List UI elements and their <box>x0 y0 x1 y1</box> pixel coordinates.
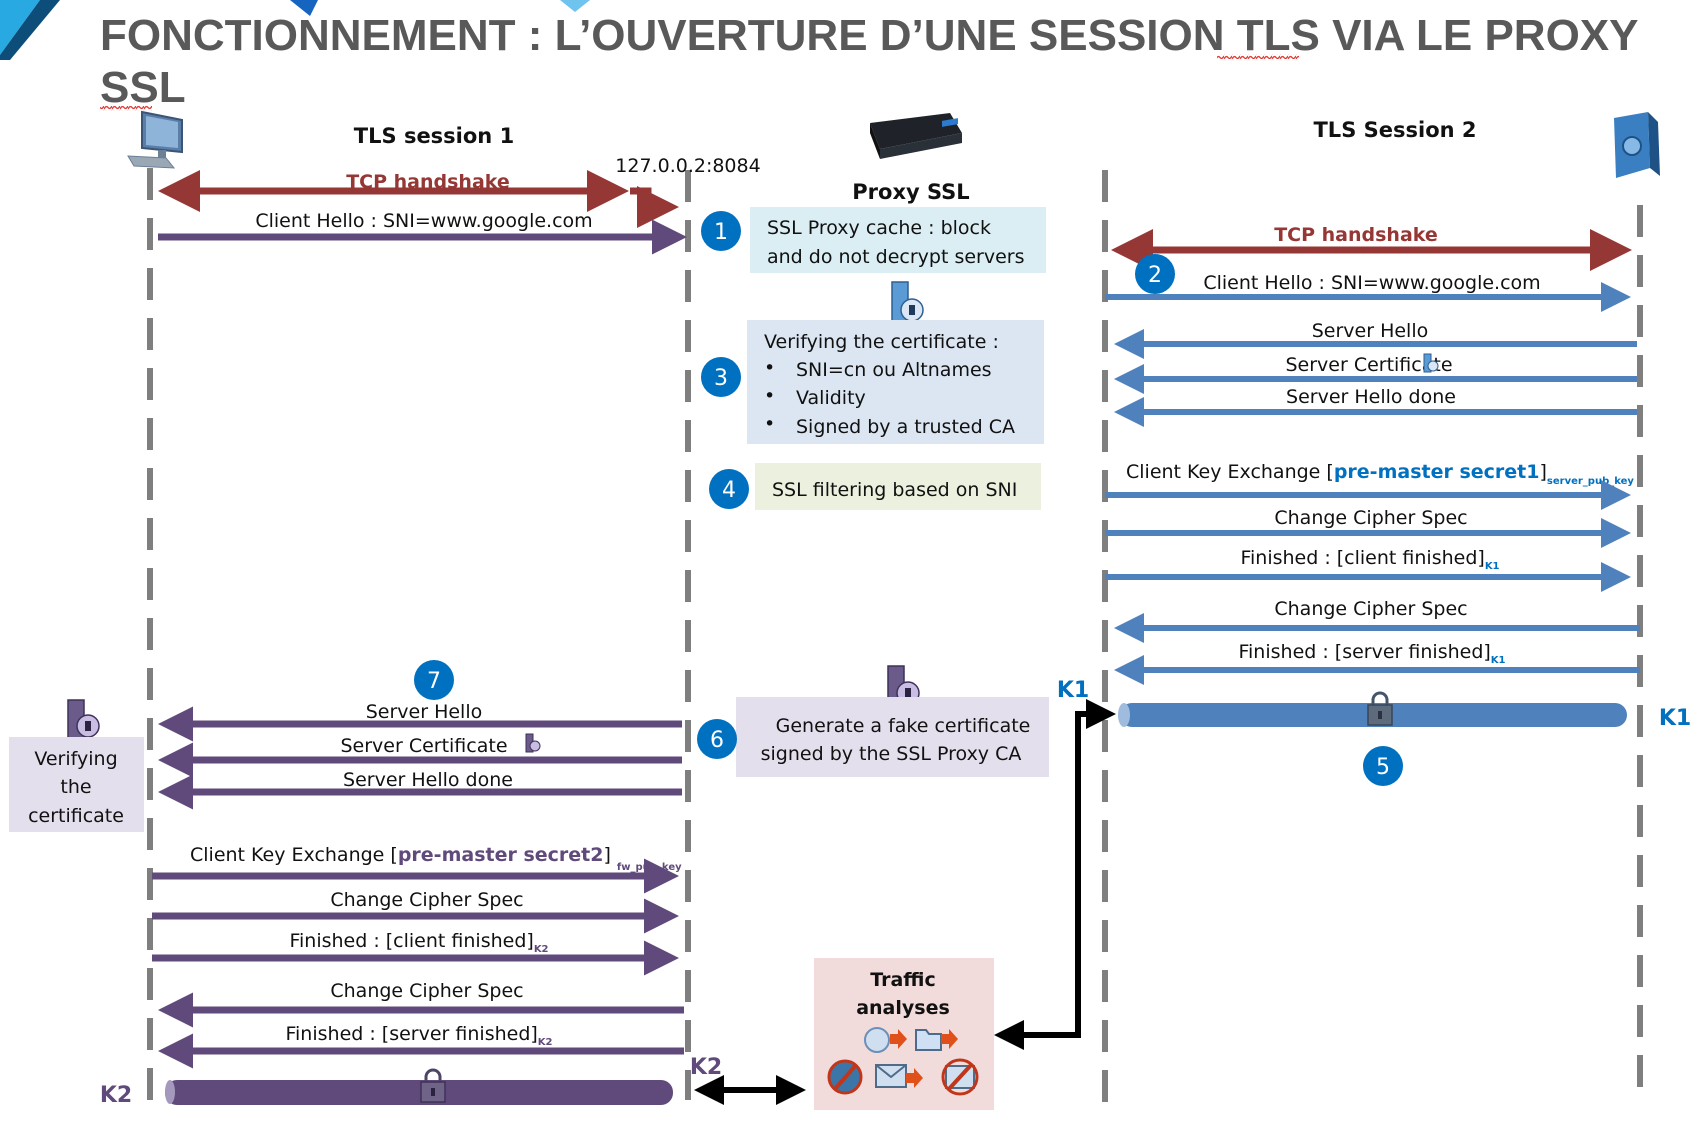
client-verify-line3: certificate <box>28 805 124 827</box>
step3-box <box>747 320 1044 444</box>
proxy-label: Proxy SSL <box>852 180 969 204</box>
session1-tcp-label: TCP handshake <box>346 171 510 193</box>
key-k2-left: K2 <box>100 1083 132 1108</box>
step6-badge <box>697 719 737 759</box>
session2-finished-server-label: Finished : [server finished]K1 <box>1238 641 1505 666</box>
step4-badge <box>709 469 749 509</box>
step3-heading: Verifying the certificate : <box>764 331 999 353</box>
proxy-address: 127.0.0.2:8084 <box>615 155 760 177</box>
step3-bullet: • <box>764 413 775 435</box>
step5-number: 5 <box>1376 755 1390 780</box>
session1-ccs-client-label: Change Cipher Spec <box>330 889 523 911</box>
step3-number: 3 <box>714 366 728 391</box>
step3-bullet-1: SNI=cn ou Altnames <box>796 359 992 381</box>
step4-box <box>755 463 1041 510</box>
step1-box <box>750 207 1046 273</box>
session2-ccs-client-label: Change Cipher Spec <box>1274 507 1467 529</box>
step3-bullet-2: Validity <box>796 387 866 409</box>
session2-cke-label: Client Key Exchange [pre-master secret1]… <box>1126 461 1634 487</box>
certificate-icon <box>525 733 541 753</box>
traffic-line1: Traffic <box>870 969 936 991</box>
client-verify-line1: Verifying <box>34 748 117 770</box>
session1-ccs-server-label: Change Cipher Spec <box>330 980 523 1002</box>
session1-server-hello-done-label: Server Hello done <box>343 769 513 791</box>
file-filter-icon <box>915 1029 958 1051</box>
session2-server-hello-done-label: Server Hello done <box>1286 386 1456 408</box>
session1-label: TLS session 1 <box>354 124 514 148</box>
session1-tcp-redirect-arrow <box>630 186 679 228</box>
step1-line2: and do not decrypt servers <box>767 246 1025 268</box>
session1-server-cert-label: Server Certificate <box>340 735 507 757</box>
corner-decoration <box>0 0 590 60</box>
traffic-line2: analyses <box>856 997 950 1019</box>
step1-badge <box>701 211 741 251</box>
computer-icon <box>127 110 183 169</box>
session2-server-cert-label: Server Certificate <box>1285 354 1452 376</box>
server-icon <box>1614 112 1660 178</box>
lock-icon <box>1367 691 1393 726</box>
session1-cke-label: Client Key Exchange [pre-master secret2]… <box>190 844 682 873</box>
session2-label: TLS Session 2 <box>1313 118 1476 142</box>
step4-line1: SSL filtering based on SNI <box>772 479 1017 501</box>
traffic-to-session2-connector <box>994 699 1116 1050</box>
page-title-line2: SSL <box>100 63 186 112</box>
step6-line2: signed by the SSL Proxy CA <box>761 743 1022 765</box>
step6-line1: Generate a fake certificate <box>776 715 1031 737</box>
web-filter-icon <box>864 1027 907 1053</box>
page-title-line1: FONCTIONNEMENT : L’OUVERTURE D’UNE SESSI… <box>100 11 1639 60</box>
client-verify-line2: the <box>60 776 91 798</box>
session2-ccs-server-label: Change Cipher Spec <box>1274 598 1467 620</box>
certificate-icon <box>891 281 924 325</box>
client-verify-box <box>9 737 144 832</box>
step3-bullet-3: Signed by a trusted CA <box>796 416 1015 438</box>
step5-badge <box>1363 746 1403 786</box>
step3-badge <box>701 357 741 397</box>
session1-client-hello-label: Client Hello : SNI=www.google.com <box>255 210 592 232</box>
session2-finished-client-label: Finished : [client finished]K1 <box>1240 547 1499 572</box>
session1-encrypted-tunnel <box>165 1080 673 1105</box>
proxy-appliance-icon <box>870 113 962 159</box>
key-k1-left: K1 <box>1057 678 1089 703</box>
spellcheck-underline <box>1217 54 1299 59</box>
step1-number: 1 <box>714 220 728 245</box>
step6-number: 6 <box>710 728 724 753</box>
antispam-icon <box>941 1058 979 1096</box>
step6-box <box>736 697 1049 777</box>
lock-icon <box>420 1068 446 1103</box>
tunnel-end <box>1118 703 1130 727</box>
key-k1-right: K1 <box>1659 706 1691 731</box>
mail-filter-icon <box>875 1064 923 1088</box>
certificate-icon <box>1423 353 1439 373</box>
step2-number: 2 <box>1148 263 1162 288</box>
certificate-icon <box>67 699 100 741</box>
session2-client-hello-label: Client Hello : SNI=www.google.com <box>1203 272 1540 294</box>
step1-line1: SSL Proxy cache : block <box>767 217 991 239</box>
step3-bullet: • <box>764 385 775 407</box>
step4-number: 4 <box>722 478 736 503</box>
step7-badge <box>414 660 454 700</box>
session1-finished-server-label: Finished : [server finished]K2 <box>285 1023 552 1048</box>
spellcheck-underline <box>100 106 152 111</box>
step2-badge <box>1135 254 1175 294</box>
session2-server-hello-label: Server Hello <box>1312 320 1429 342</box>
antivirus-icon <box>827 1059 863 1095</box>
tunnel-end <box>165 1080 175 1104</box>
step7-number: 7 <box>427 669 441 694</box>
session1-finished-client-label: Finished : [client finished]K2 <box>289 930 548 955</box>
step3-bullet: • <box>764 357 775 379</box>
session1-server-hello-label: Server Hello <box>366 701 483 723</box>
session2-tcp-label: TCP handshake <box>1274 224 1438 246</box>
key-k2-right: K2 <box>690 1055 722 1080</box>
